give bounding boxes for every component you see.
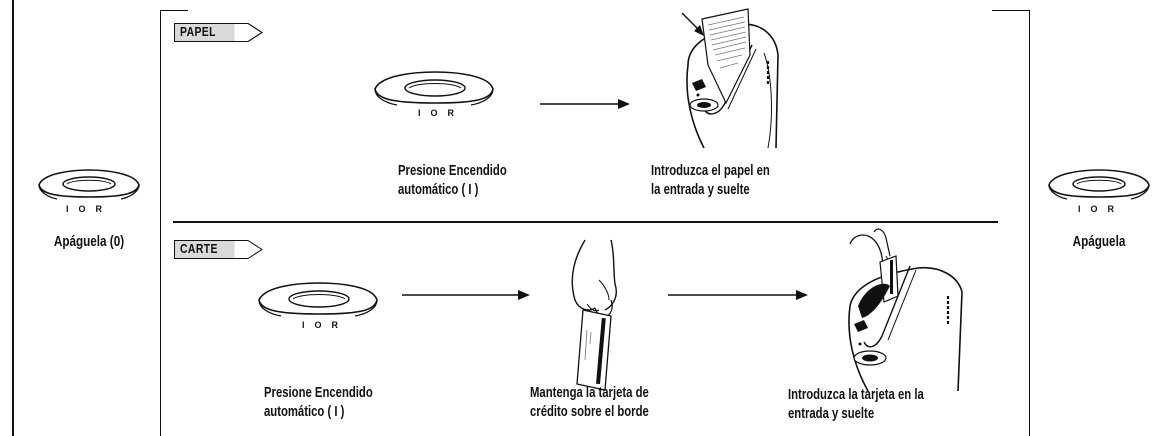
- card-step1-caption: Presione Encendido automático ( I ): [264, 384, 373, 422]
- switch-label-o: O: [1090, 204, 1098, 214]
- arrow-right-icon: [668, 290, 808, 300]
- paper-step1-line2: automático ( I ): [398, 182, 479, 198]
- switch-label-i: I: [302, 320, 305, 330]
- switch-label-i: I: [418, 108, 421, 118]
- arrow-right-icon: [402, 290, 530, 300]
- rocker-switch-icon: [1048, 169, 1150, 200]
- paper-step2-line2: la entrada y suelte: [651, 182, 750, 198]
- paper-step2-line1: Introduzca el papel en: [651, 163, 770, 179]
- switch-label-r: R: [331, 320, 339, 330]
- frame-left-border: [160, 10, 161, 436]
- card-step3-caption: Introduzca la tarjeta en la entrada y su…: [788, 386, 924, 424]
- rocker-switch-icon: [38, 169, 140, 200]
- switch-label-o: O: [430, 108, 438, 118]
- shredder-paper-illustration: [681, 8, 779, 149]
- switch-label-r: R: [447, 108, 455, 118]
- section-divider: [173, 221, 998, 223]
- rocker-switch-icon: [374, 71, 494, 106]
- switch-label-r: R: [1107, 204, 1115, 214]
- switch-label-i: I: [66, 204, 69, 214]
- card-step3-line1: Introduzca la tarjeta en la: [788, 387, 924, 403]
- left-caption: Apáguela (0): [53, 233, 125, 250]
- switch-label-o: O: [78, 204, 86, 214]
- card-step2-line1: Mantenga la tarjeta de: [530, 385, 649, 401]
- switch-label-o: O: [314, 320, 322, 330]
- rocker-switch-icon: [258, 282, 378, 317]
- card-tag-label: CARTE: [180, 241, 218, 256]
- frame-top-right-border: [992, 10, 1030, 11]
- switch-position-labels: I O R: [418, 108, 478, 118]
- card-step1-line1: Presione Encendido: [264, 385, 373, 401]
- card-tag: CARTE: [174, 240, 264, 259]
- frame-right-border: [1029, 10, 1030, 436]
- tag-background: [174, 240, 263, 259]
- left-margin-rule: [12, 0, 14, 436]
- paper-step2-caption: Introduzca el papel en la entrada y suel…: [651, 162, 770, 200]
- card-step1-line2: automático ( I ): [264, 404, 345, 420]
- arrow-right-icon: [540, 99, 630, 109]
- card-step3-line2: entrada y suelte: [788, 406, 875, 422]
- tag-background: [174, 23, 263, 42]
- switch-position-labels: I O R: [302, 320, 362, 330]
- switch-position-labels: I O R: [1078, 204, 1138, 214]
- frame-top-left-border: [160, 10, 188, 11]
- switch-position-labels: I O R: [66, 204, 126, 214]
- paper-step1-line1: Presione Encendido: [398, 163, 507, 179]
- paper-step1-caption: Presione Encendido automático ( I ): [398, 162, 507, 200]
- paper-tag: PAPEL: [174, 23, 264, 42]
- paper-tag-label: PAPEL: [180, 24, 216, 39]
- shredder-card-illustration: [848, 228, 963, 392]
- switch-label-r: R: [95, 204, 103, 214]
- hand-holding-card-illustration: [571, 239, 617, 391]
- card-step2-caption: Mantenga la tarjeta de crédito sobre el …: [530, 384, 649, 422]
- right-caption: Apáguela: [1072, 233, 1126, 250]
- switch-label-i: I: [1078, 204, 1081, 214]
- card-step2-line2: crédito sobre el borde: [530, 404, 649, 420]
